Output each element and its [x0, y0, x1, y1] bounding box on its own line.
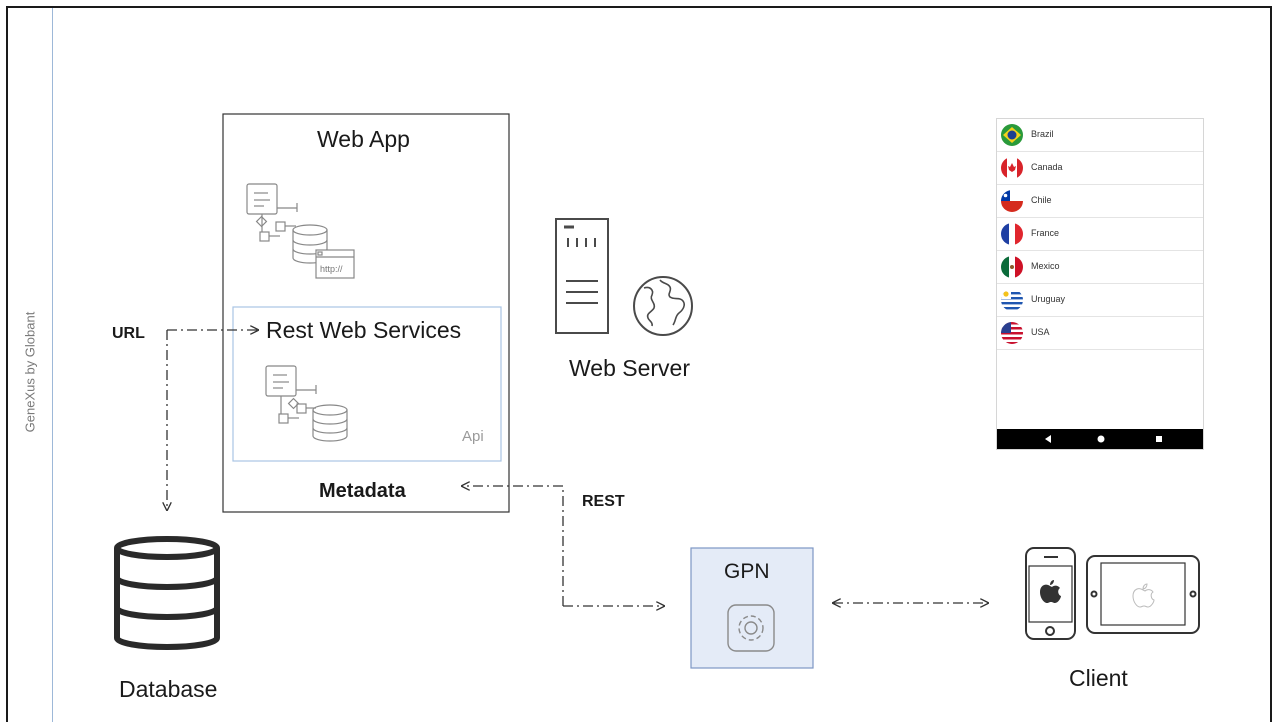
country-list-screen: Brazil Canada Chile France Mexico Urugua… [996, 118, 1204, 450]
rest-ws-object-icon [265, 365, 348, 442]
list-item-mexico[interactable]: Mexico [997, 251, 1203, 284]
globe-icon [633, 276, 693, 336]
list-item-brazil[interactable]: Brazil [997, 119, 1203, 152]
gear-icon [727, 604, 775, 652]
metadata-label: Metadata [319, 480, 406, 502]
brazil-flag-icon [1001, 124, 1023, 146]
chile-flag-icon [1001, 190, 1023, 212]
canada-flag-icon [1001, 157, 1023, 179]
phone-icon [1025, 547, 1076, 640]
rest-label: REST [582, 493, 625, 510]
rest-to-metadata-arrow [462, 486, 564, 606]
apple-logo-outline-icon [1132, 583, 1155, 608]
list-item-canada[interactable]: Canada [997, 152, 1203, 185]
web-server-label: Web Server [569, 355, 691, 381]
country-name: Chile [1031, 195, 1052, 205]
web-app-title: Web App [317, 126, 410, 152]
france-flag-icon [1001, 223, 1023, 245]
list-item-usa[interactable]: USA [997, 317, 1203, 350]
country-name: USA [1031, 327, 1050, 337]
database-label: Database [119, 676, 218, 702]
url-label: URL [112, 325, 145, 342]
home-nav-icon [1097, 435, 1105, 443]
tablet-icon [1086, 555, 1200, 634]
mexico-flag-icon [1001, 256, 1023, 278]
client-label: Client [1069, 665, 1128, 691]
url-tag: http:// [320, 264, 343, 274]
uruguay-flag-icon [1001, 289, 1023, 311]
slide-frame [6, 6, 1272, 722]
web-app-object-icon [246, 183, 355, 279]
side-rule [52, 8, 53, 722]
list-item-uruguay[interactable]: Uruguay [997, 284, 1203, 317]
back-nav-icon [1045, 435, 1051, 443]
apple-logo-icon [1040, 580, 1061, 603]
recents-nav-icon [1156, 436, 1162, 442]
country-name: France [1031, 228, 1060, 238]
usa-flag-icon [1001, 322, 1023, 344]
country-name: Brazil [1031, 129, 1054, 139]
country-name: Mexico [1031, 261, 1060, 271]
rest-ws-box [232, 306, 502, 462]
gpn-label: GPN [724, 560, 770, 583]
gpn-box [690, 547, 814, 669]
country-name: Canada [1031, 162, 1063, 172]
list-item-france[interactable]: France [997, 218, 1203, 251]
rest-ws-title: Rest Web Services [266, 317, 462, 343]
database-icon [114, 536, 220, 650]
web-app-box [222, 113, 510, 513]
list-item-chile[interactable]: Chile [997, 185, 1203, 218]
country-name: Uruguay [1031, 294, 1066, 304]
server-icon [555, 218, 609, 334]
android-nav-bar [997, 429, 1203, 449]
api-label: Api [462, 428, 484, 445]
